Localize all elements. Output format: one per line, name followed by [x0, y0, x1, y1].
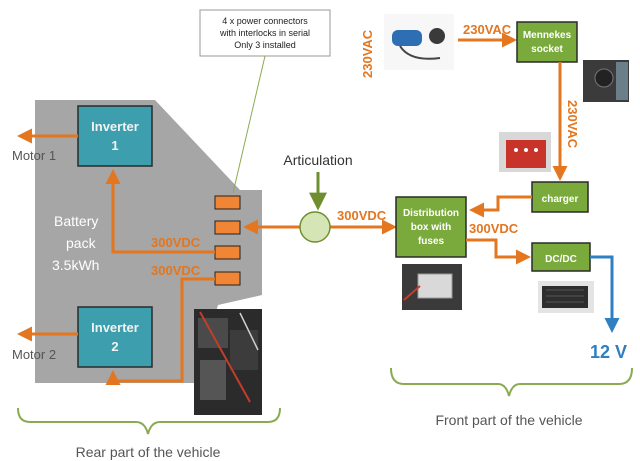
- inverter-1-feed-line: [105, 169, 215, 254]
- inverter-1-voltage-label: 300VDC: [151, 235, 201, 250]
- distribution-label-2: box with: [411, 222, 452, 233]
- inverter-1-box: [77, 105, 153, 167]
- inverter-2-number: 2: [111, 339, 118, 354]
- plug-to-socket-voltage-label: 230VAC: [463, 22, 512, 37]
- rear-section-label: Rear part of the vehicle: [76, 444, 221, 460]
- low-voltage-label: 12 V: [590, 342, 627, 362]
- distribution-label-3: fuses: [418, 236, 445, 247]
- inverter-2-label: Inverter: [91, 320, 139, 335]
- inverter-1-number: 1: [111, 138, 118, 153]
- battery-label-1: Battery: [54, 213, 98, 229]
- inverter-2-feed-line: [105, 277, 215, 385]
- battery-label-3: 3.5kWh: [52, 257, 99, 273]
- power-connector-2: [214, 220, 241, 235]
- charger-plug-image: [384, 14, 454, 70]
- power-connector-3: [214, 245, 241, 260]
- dcdc-box: [531, 242, 591, 272]
- connector-annotation-box: [199, 9, 331, 57]
- dcdc-label: DC/DC: [545, 254, 577, 265]
- distribution-box-photo: [402, 264, 462, 310]
- socket-photo: [583, 60, 629, 102]
- articulation-joint: [299, 211, 331, 243]
- rear-section-bracket: [17, 407, 281, 435]
- mennekes-socket-box: [516, 21, 578, 63]
- charger-box: [531, 181, 589, 213]
- front-section-bracket: [390, 367, 633, 397]
- inverter-2-voltage-label: 300VDC: [151, 263, 201, 278]
- charger-plug-voltage-label: 230VAC: [360, 29, 375, 78]
- mennekes-label-2: socket: [531, 44, 563, 55]
- annotation-line-1: 4 x power connectors: [222, 16, 308, 26]
- motor-1-label: Motor 1: [12, 148, 56, 163]
- annotation-leader-line: [232, 55, 266, 194]
- motor-2-label: Motor 2: [12, 347, 56, 362]
- charger-to-distribution-line: [469, 195, 532, 218]
- front-section-label: Front part of the vehicle: [435, 412, 582, 428]
- battery-label-2: pack: [66, 235, 97, 251]
- articulation-voltage-label: 300VDC: [337, 208, 387, 223]
- distribution-box: [395, 196, 467, 258]
- dcdc-to-12v-line: [590, 255, 620, 333]
- annotation-line-2: with interlocks in serial: [219, 28, 310, 38]
- distribution-label-1: Distribution: [403, 208, 459, 219]
- inverter-1-label: Inverter: [91, 119, 139, 134]
- charger-photo: [499, 132, 551, 172]
- articulation-label: Articulation: [283, 152, 352, 168]
- power-connector-4: [214, 271, 241, 286]
- mennekes-label-1: Mennekes: [523, 30, 572, 41]
- annotation-line-3: Only 3 installed: [234, 40, 296, 50]
- dcdc-photo: [538, 281, 594, 313]
- distribution-to-dcdc-voltage-label: 300VDC: [469, 221, 519, 236]
- power-connector-1: [214, 195, 241, 210]
- inverter-photo: [194, 309, 262, 415]
- inverter-2-box: [77, 306, 153, 368]
- socket-to-charger-voltage-label: 230VAC: [565, 100, 580, 149]
- charger-label: charger: [542, 194, 579, 205]
- distribution-to-dcdc-line: [466, 238, 531, 265]
